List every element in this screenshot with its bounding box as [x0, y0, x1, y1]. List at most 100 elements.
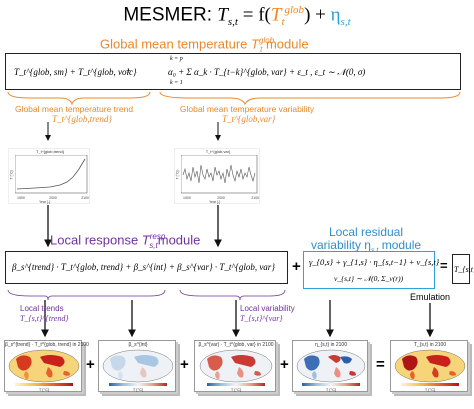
variability-plot-title: T_t^{glob,var}	[205, 149, 231, 154]
trend-xtick: 2100	[81, 196, 89, 200]
local-trends-brace	[7, 289, 166, 301]
global-module-sup: glob	[258, 36, 275, 45]
global-module-label: Global mean temperature Tglobt module	[100, 36, 309, 54]
residual-box: γ_{0,s} + γ_{1,s} · η_{s,t−1} + ν_{s,t} …	[303, 251, 439, 289]
title-glob-sub: t	[281, 16, 285, 29]
residual-label: Local residual variability ηs,t module	[296, 226, 436, 257]
local-variability-brace	[179, 289, 286, 301]
residual-label-line1: Local residual	[328, 225, 404, 239]
local-response-text: Local response	[50, 232, 142, 248]
local-response-sup: resp	[149, 232, 166, 241]
title-eta-sub: s,t	[340, 16, 351, 29]
map-title: T_{s,t} in 2100	[413, 342, 447, 348]
trend-plot: T_t^{glob,trend} 1900 2000 2100 Year [-]…	[8, 148, 90, 204]
local-response-sub: s,t	[149, 240, 158, 250]
variability-plot: T_t^{glob,var} 1900 2000 2100 Year [-] T…	[174, 148, 260, 204]
trend-plot-title: T_t^{glob,trend}	[35, 149, 65, 154]
trend-line	[16, 158, 86, 190]
plus-operator: +	[292, 258, 301, 275]
trend-xtick: 2000	[49, 196, 57, 200]
output-box: T_{s,t}	[452, 254, 474, 284]
local-response-equation: β_s^{trend} · T_t^{glob, trend} + β_s^{i…	[12, 262, 275, 272]
map-title: β_s^{trend} · T_t^{glob, trend} in 2100	[5, 342, 89, 348]
global-module-sub: t	[260, 44, 263, 54]
map-scale-label: T [°C]	[38, 387, 50, 392]
map-colorbar	[207, 383, 265, 386]
global-var-equation: α₀ + Σ α_k · T_{t−k}^{glob, var} + ε_t ,…	[168, 67, 366, 77]
plus-operator: +	[180, 356, 189, 373]
emulation-label: Emulation	[410, 292, 451, 302]
title-eq-sub: s,t	[227, 16, 238, 29]
plus-operator: +	[86, 356, 95, 373]
variability-xtick: 2100	[251, 196, 259, 200]
map-colorbar	[302, 383, 360, 386]
map-intercept: β_s^{int} T [°C]	[98, 340, 176, 392]
sum-upper-limit: k = p	[170, 56, 183, 62]
map-scale-label: T [°C]	[230, 387, 242, 392]
variability-xtick: 1900	[183, 196, 191, 200]
local-response-label: Local response Tresps,tmodule	[50, 232, 200, 250]
title-prefix: MESMER:	[123, 4, 218, 26]
map-colorbar	[109, 383, 167, 386]
equals-operator: =	[440, 258, 448, 273]
global-module-box: T_t^{glob, sm} + T_t^{glob, volc} + k = …	[5, 53, 461, 90]
variability-xtick: 2000	[217, 196, 225, 200]
title-close: )	[304, 4, 311, 26]
map-image	[102, 349, 174, 383]
variability-xlabel: Year [-]	[209, 200, 221, 204]
local-response-box: β_s^{trend} · T_t^{glob, trend} + β_s^{i…	[5, 251, 288, 284]
map-image	[8, 349, 80, 383]
map-residual: η_{s,t} in 2100 T [°C]	[292, 340, 368, 392]
local-variability-label: Local variability	[240, 304, 295, 313]
trend-xlabel: Year [-]	[39, 200, 51, 204]
residual-label-suffix: module	[378, 238, 422, 252]
title-plus: +	[310, 4, 331, 26]
map-image	[394, 349, 466, 383]
global-braces	[7, 91, 461, 106]
global-module-text: Global mean temperature	[100, 36, 252, 52]
equals-operator: =	[376, 356, 385, 373]
trend-brace	[7, 91, 151, 106]
map-image	[199, 349, 273, 383]
trend-xtick: 1900	[17, 196, 25, 200]
trend-symbol: T_t^{glob,trend}	[52, 114, 112, 124]
local-response-sym: T	[141, 232, 150, 248]
map-title: η_{s,t} in 2100	[315, 342, 347, 348]
local-trends-symbol: T_{s,t}^{trend}	[20, 314, 69, 323]
title-equals: = f(	[237, 4, 271, 26]
local-variability-symbol: T_{s,t}^{var}	[240, 314, 283, 323]
residual-equation: γ_{0,s} + γ_{1,s} · η_{s,t−1} + ν_{s,t}	[309, 257, 440, 267]
residual-label-line2: variability η	[310, 238, 371, 252]
map-local-trend: β_s^{trend} · T_t^{glob, trend} in 2100 …	[4, 340, 89, 392]
global-trend-equation: T_t^{glob, sm} + T_t^{glob, volc}	[14, 67, 137, 77]
title-glob-sup: glob	[284, 4, 305, 16]
variability-symbol: T_t^{glob,var}	[222, 114, 276, 124]
map-scale-label: T [°C]	[424, 387, 436, 392]
map-image	[296, 349, 366, 383]
map-title: β_s^{int}	[128, 342, 148, 348]
map-title: β_s^{var} · T_t^{glob, var} in 2100	[198, 342, 274, 348]
title-eta: η	[330, 4, 341, 26]
local-trends-label: Local trends	[20, 304, 64, 313]
trend-label: Global mean temperature trend	[14, 104, 134, 114]
sum-lower-limit: k = 1	[170, 80, 183, 86]
global-module-sym: T	[251, 36, 259, 52]
variability-xticks: 1900 2000 2100	[183, 196, 259, 200]
variability-label: Global mean temperature variability	[179, 104, 315, 114]
map-emulation: T_{s,t} in 2100 T [°C]	[390, 340, 468, 392]
map-variability: β_s^{var} · T_t^{glob, var} in 2100 T [°…	[194, 340, 276, 392]
variability-line	[182, 164, 256, 184]
page-title: MESMER: Ts,t = f(Ttglob) + ηs,t	[0, 4, 474, 28]
residual-distribution: ν_{s,t} ∼ 𝒩(0, Σ_ν(r))	[334, 274, 404, 283]
map-colorbar	[15, 383, 73, 386]
map-scale-label: T [°C]	[325, 387, 337, 392]
local-response-suffix: module	[157, 232, 201, 248]
variability-plot-chart	[181, 155, 258, 194]
title-glob: T	[270, 4, 282, 26]
trend-xticks: 1900 2000 2100	[17, 196, 89, 200]
map-scale-label: T [°C]	[132, 387, 144, 392]
trend-plot-chart	[15, 155, 88, 194]
plus-operator: +	[280, 356, 289, 373]
output-symbol: T_{s,t}	[454, 265, 474, 274]
